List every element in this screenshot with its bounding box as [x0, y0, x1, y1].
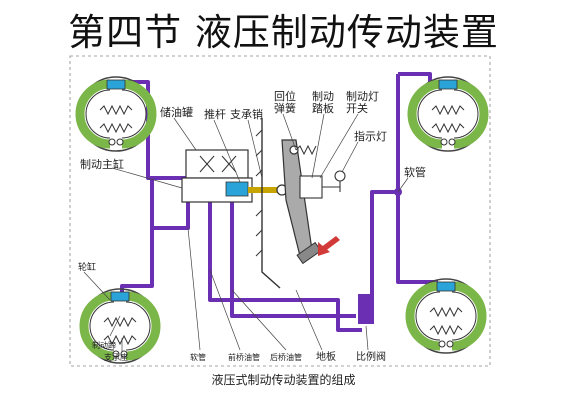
label-indicator-lamp: 指示灯	[354, 129, 387, 143]
proportioning-valve	[358, 294, 374, 324]
left-vertical-line	[150, 178, 190, 230]
brake-rear-right	[409, 279, 483, 353]
label-push-rod: 推杆	[204, 107, 226, 121]
leader-lines	[83, 113, 409, 352]
diagram-caption: 液压式制动传动装置的组成	[211, 373, 356, 387]
label-front-line: 前桥油管	[228, 352, 260, 362]
valve-to-right-cross	[370, 190, 398, 300]
return-spring	[295, 144, 317, 156]
label-light-switch-1: 制动灯	[346, 90, 379, 103]
brake-light-switch	[299, 175, 323, 199]
label-pedal-1: 制动	[312, 90, 334, 103]
label-support-pin: 支承销	[230, 107, 263, 121]
page-title: 第四节 液压制动传动装置	[68, 11, 499, 54]
indicator-lamp-symbol	[334, 170, 346, 182]
label-hose-bottom: 软管	[190, 352, 206, 362]
label-reservoir: 储油罐	[160, 105, 193, 119]
label-brake-shoe: 制动蹄	[92, 340, 116, 350]
label-wheel-cylinder: 轮缸	[78, 261, 96, 273]
label-floor: 地板	[316, 350, 336, 363]
support-pin	[289, 145, 299, 155]
label-support-seat: 支承座	[104, 352, 128, 362]
front-line-to-valve	[208, 196, 362, 332]
firewall	[261, 118, 281, 289]
label-proportioning-valve: 比例阀	[356, 350, 386, 363]
rear-line-to-valve	[230, 196, 356, 318]
label-hose: 软管	[404, 165, 426, 179]
label-return-spring-1: 回位	[274, 89, 296, 103]
right-vertical-line	[396, 74, 438, 284]
label-return-spring-2: 弹簧	[274, 101, 296, 115]
label-master-cylinder: 制动主缸	[80, 157, 124, 171]
reservoir	[185, 149, 249, 179]
brake-front-left	[79, 77, 153, 151]
brake-front-right	[411, 77, 485, 151]
drawing-frame	[69, 55, 491, 367]
label-rear-line: 后桥油管	[270, 352, 302, 362]
label-light-switch-2: 开关	[346, 101, 368, 115]
label-pedal-2: 踏板	[312, 101, 334, 115]
front-right-line	[398, 72, 432, 84]
brake-rear-left	[83, 289, 157, 363]
